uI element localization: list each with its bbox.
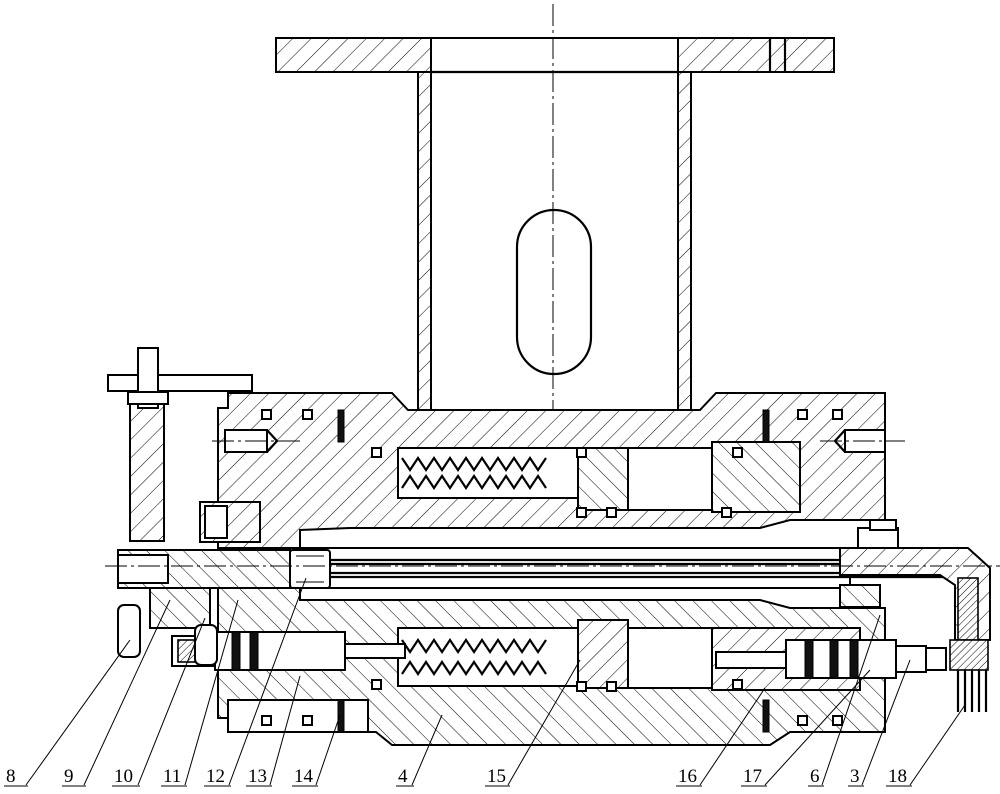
right-elbow-fitting	[839, 519, 991, 641]
part-label-17: 17	[743, 766, 762, 787]
part-label-8: 8	[6, 766, 16, 787]
part-labels: 8 9 10 11 12 13 14 4 15 16 17 6 3 18	[4, 766, 912, 787]
main-housing-upper	[217, 392, 886, 549]
part-label-12: 12	[206, 766, 225, 787]
right-valve-assembly	[715, 639, 989, 712]
part-label-9: 9	[64, 766, 74, 787]
part-label-3: 3	[850, 766, 860, 787]
part-label-13: 13	[248, 766, 267, 787]
part-label-15: 15	[487, 766, 506, 787]
part-label-10: 10	[114, 766, 133, 787]
part-label-16: 16	[678, 766, 697, 787]
leader-lines	[25, 577, 966, 786]
part-label-11: 11	[163, 766, 181, 787]
part-label-4: 4	[398, 766, 408, 787]
part-label-14: 14	[294, 766, 314, 787]
left-lever-assembly	[107, 347, 291, 666]
mounting-flange	[275, 37, 835, 73]
right-terminal-pins	[956, 670, 988, 712]
part-label-6: 6	[810, 766, 820, 787]
inspection-slot	[515, 208, 593, 376]
vertical-tube	[417, 70, 692, 411]
part-label-18: 18	[888, 766, 907, 787]
